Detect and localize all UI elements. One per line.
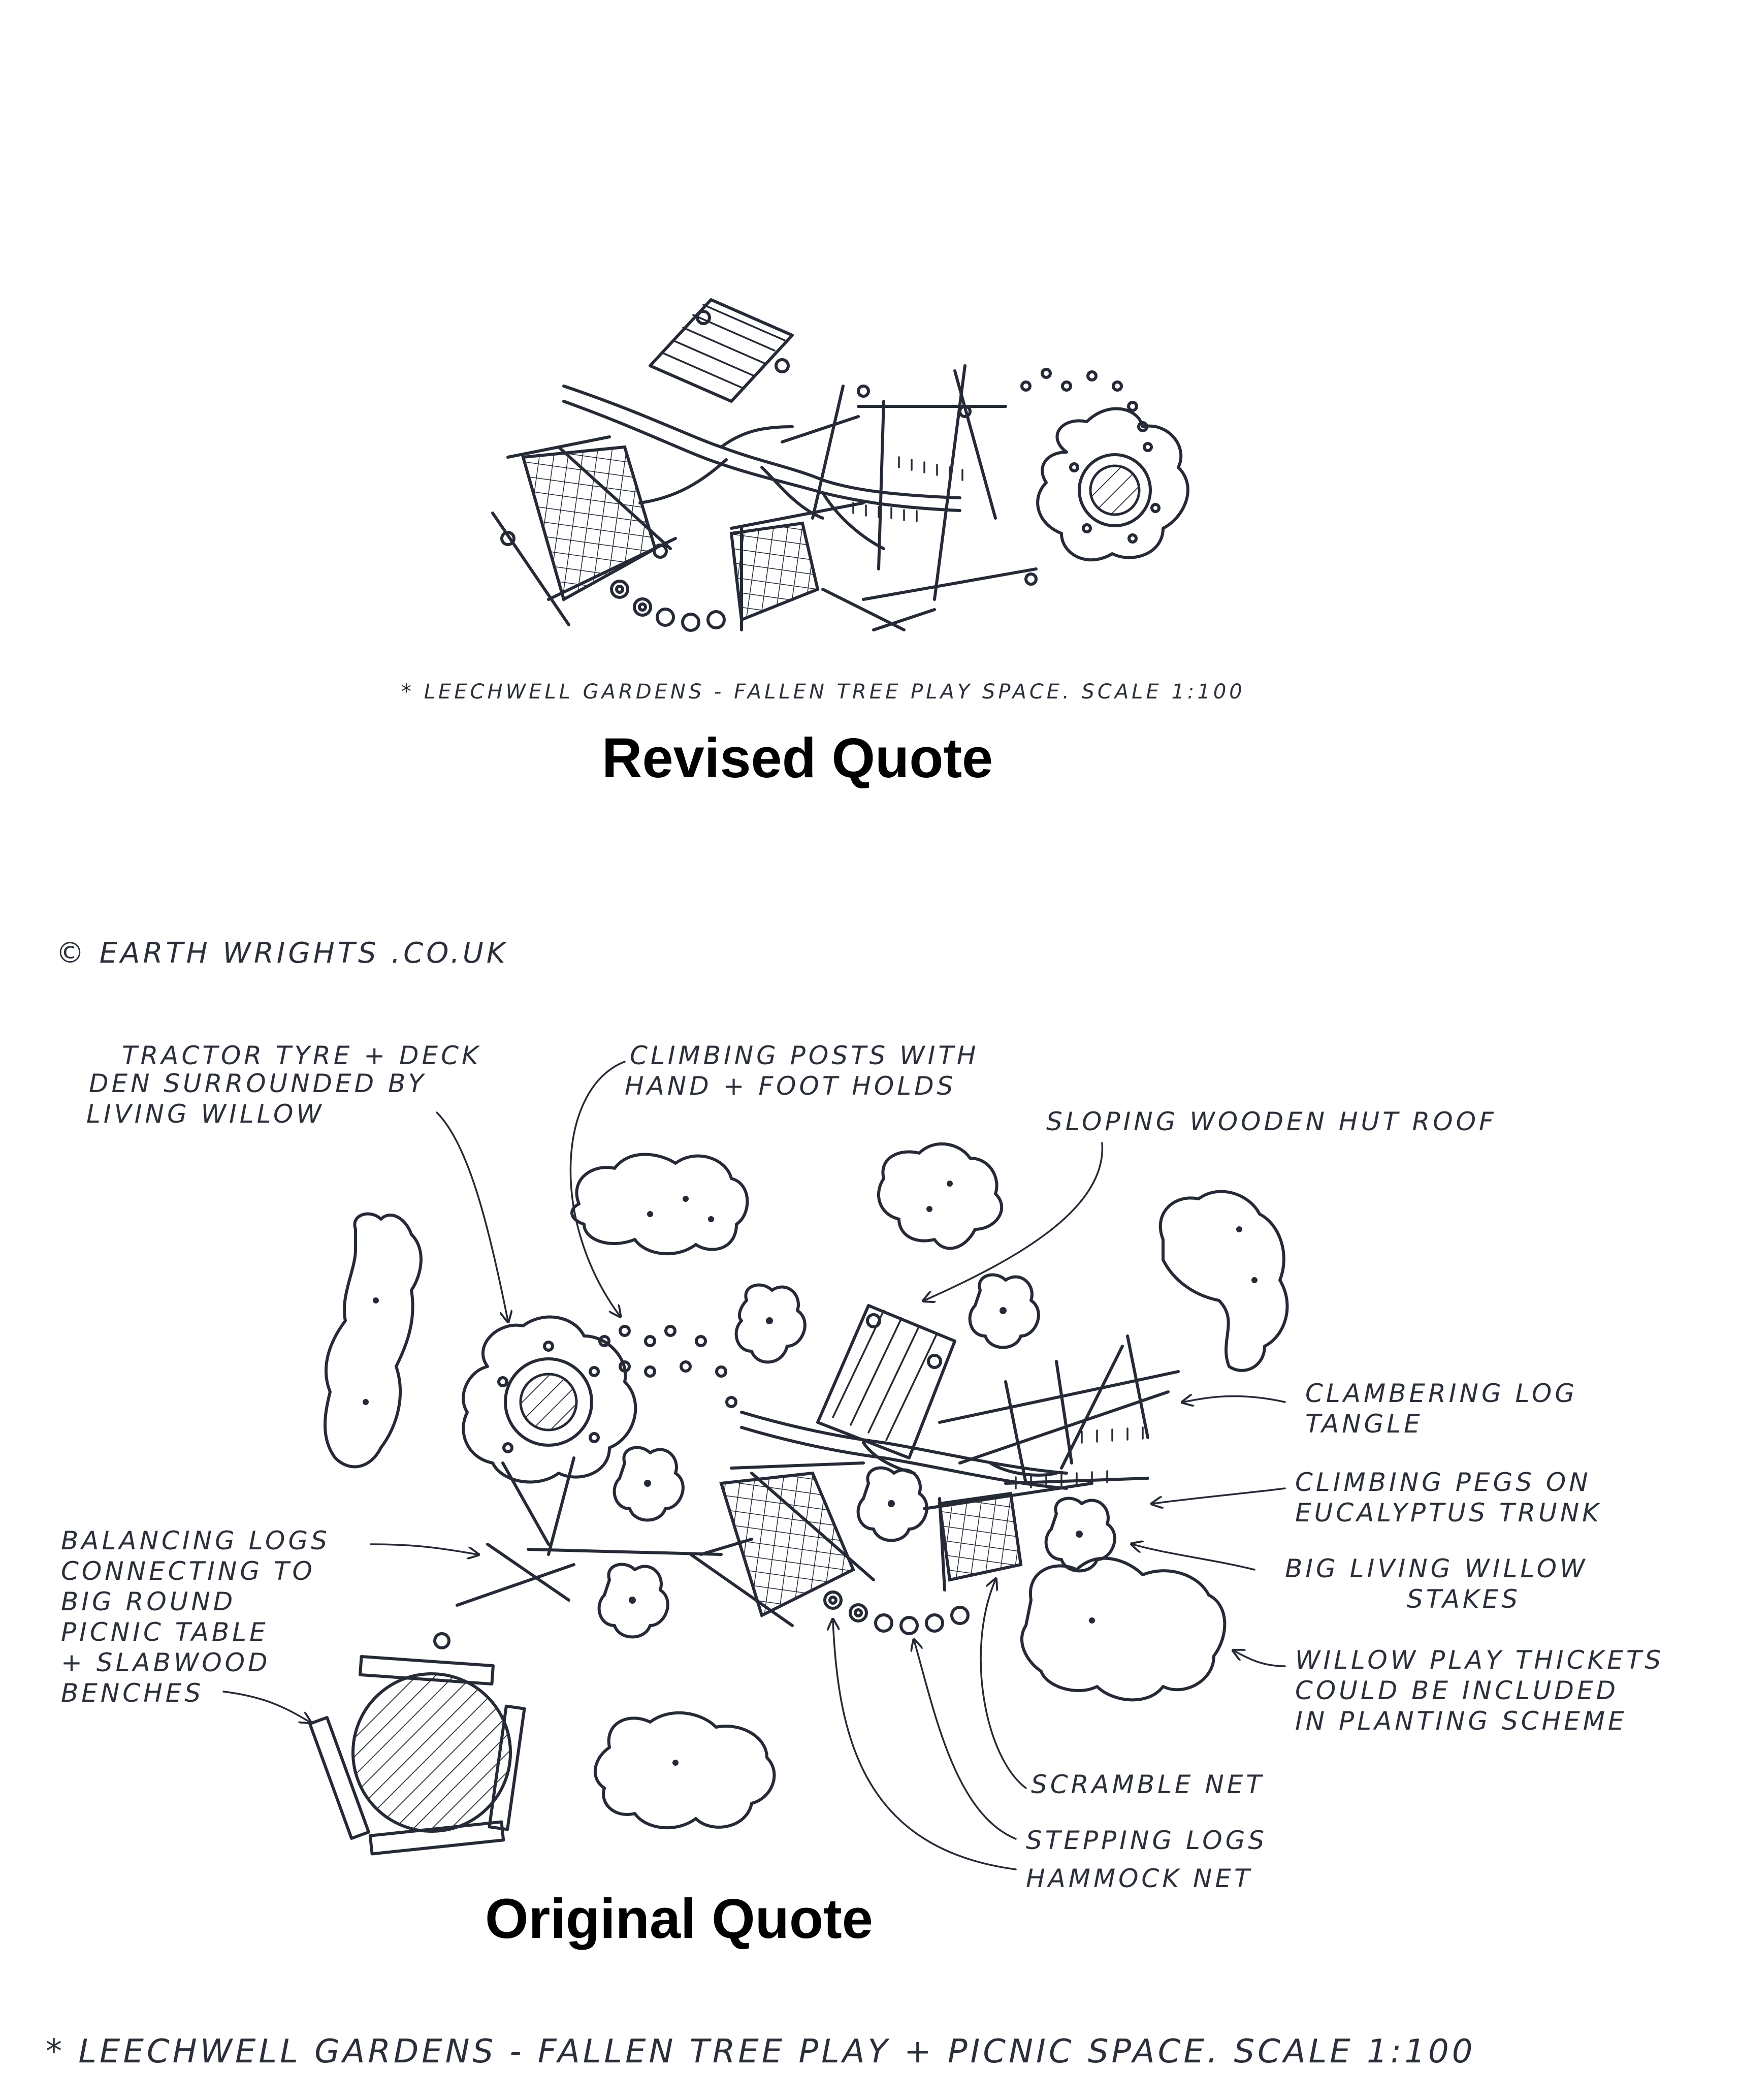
label-pegs: CLIMBING PEGS ON EUCALYPTUS TRUNK — [1295, 1468, 1602, 1528]
scramble-net-revised — [729, 501, 865, 631]
tractor-tyre-den — [462, 1315, 737, 1484]
hammock-net-revised — [491, 435, 677, 626]
log-tangle-revised — [781, 364, 1038, 631]
stepping-logs-revised — [610, 580, 726, 632]
original-caption: * LEECHWELL GARDENS - FALLEN TREE PLAY +… — [46, 2033, 1475, 2071]
original-heading: Original Quote — [485, 1888, 873, 1950]
balancing-logs — [456, 1456, 753, 1607]
picnic-table — [308, 1632, 526, 1856]
label-log-tangle: CLAMBERING LOG TANGLE — [1305, 1379, 1589, 1439]
label-hammock: HAMMOCK NET — [1026, 1864, 1253, 1893]
original-plan-drawing — [308, 1142, 1289, 1856]
label-climbing-posts: CLIMBING POSTS WITH HAND + FOOT HOLDS — [625, 1041, 990, 1101]
plan-labels: TRACTOR TYRE + DECK DEN SURROUNDED BY LI… — [61, 1041, 1675, 1893]
label-scramble: SCRAMBLE NET — [1031, 1770, 1265, 1799]
revised-plan-drawing — [491, 298, 1189, 632]
log-tangle-original — [938, 1334, 1180, 1489]
hammock-net-original — [689, 1461, 875, 1627]
stepping-logs-original — [823, 1590, 970, 1635]
revised-heading: Revised Quote — [602, 727, 993, 789]
label-leaders — [222, 1061, 1286, 1870]
label-stepping: STEPPING LOGS — [1026, 1826, 1267, 1855]
label-tractor: TRACTOR TYRE + DECK DEN SURROUNDED BY LI… — [86, 1041, 493, 1129]
revised-caption: * LEECHWELL GARDENS - FALLEN TREE PLAY S… — [401, 680, 1245, 704]
label-balancing: BALANCING LOGS CONNECTING TO BIG ROUND P… — [61, 1526, 341, 1708]
label-willow-stakes: BIG LIVING WILLOW STAKES — [1285, 1554, 1599, 1614]
willow-stake-clumps — [597, 1273, 1116, 1639]
label-thickets: WILLOW PLAY THICKETS COULD BE INCLUDED I… — [1295, 1645, 1675, 1736]
hut-roof-revised — [649, 298, 794, 403]
fallen-tree-trunk — [562, 385, 961, 499]
scramble-net-original — [923, 1482, 1093, 1592]
tyre-den-revised — [1020, 368, 1189, 562]
label-hut-roof: SLOPING WOODEN HUT ROOF — [1046, 1107, 1497, 1136]
credit-line: © EARTH WRIGHTS .CO.UK — [56, 937, 508, 970]
hut-roof-original — [816, 1304, 956, 1459]
